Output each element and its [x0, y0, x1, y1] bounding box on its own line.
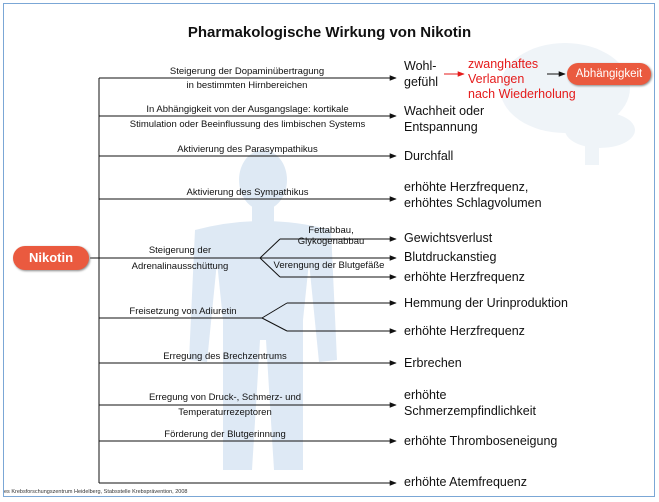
result-herz-2: erhöhtes Schlagvolumen	[404, 196, 542, 210]
page-title: Pharmakologische Wirkung von Nikotin	[187, 24, 472, 41]
result-urin: Hemmung der Urinproduktion	[404, 296, 568, 310]
result-wohl-2: gefühl	[404, 75, 439, 89]
addiction-node: Abhängigkeit	[567, 63, 651, 85]
label-dopamin-line1: Steigerung der Dopaminübertragung	[169, 66, 325, 77]
label-dopamin-line2: in bestimmten Hirnbereichen	[186, 80, 308, 91]
footer-credit: es Krebsforschungszentrum Heidelberg, St…	[4, 489, 188, 495]
human-silhouette	[189, 150, 337, 470]
result-thrombose: erhöhte Thromboseneigung	[404, 434, 558, 448]
label-limbic-2: Stimulation oder Beeinflussung des limbi…	[129, 119, 366, 130]
result-herzfreq-2: erhöhte Herzfrequenz	[404, 324, 525, 338]
label-symp: Aktivierung des Sympathikus	[186, 187, 309, 198]
result-gewicht: Gewichtsverlust	[404, 231, 493, 245]
craving-line-2: Verlangen	[468, 72, 525, 86]
result-herz-1: erhöhte Herzfrequenz,	[404, 180, 529, 194]
connector-lines	[90, 78, 100, 483]
label-gerinnung: Förderung der Blutgerinnung	[164, 429, 286, 440]
label-dopamin-2: in bestimmten Hirnbereichen	[112, 80, 382, 91]
label-dopamin: Steigerung der Dopaminübertragung	[112, 66, 382, 77]
label-brech: Erregung des Brechzentrums	[163, 351, 287, 362]
arrow-herzfreq2	[261, 317, 288, 332]
result-durchfall: Durchfall	[404, 149, 454, 163]
label-druck-1: Erregung von Druck-, Schmerz- und	[148, 392, 302, 403]
arrow-urin	[261, 302, 288, 319]
result-wach-1: Wachheit oder	[404, 104, 485, 118]
result-schmerz-1: erhöhte	[404, 388, 447, 402]
craving-line-1: zwanghaftes	[468, 57, 539, 71]
arrow-herzfreq1	[259, 257, 281, 278]
label-adrenalin-2: Adrenalinausschüttung	[131, 261, 229, 272]
label-fett-2: Glykogenabbau	[297, 236, 365, 247]
result-wach-2: Entspannung	[404, 120, 478, 134]
label-gefaesse: Verengung der Blutgefäße	[273, 260, 385, 271]
craving-line-3: nach Wiederholung	[468, 87, 576, 101]
result-schmerz-2: Schmerzempfindlichkeit	[404, 404, 536, 418]
label-fett-1: Fettabbau,	[308, 225, 354, 236]
nikotin-node: Nikotin	[13, 246, 89, 270]
result-atem: erhöhte Atemfrequenz	[404, 475, 527, 489]
label-adrenalin-1: Steigerung der	[148, 245, 212, 256]
result-erbrechen: Erbrechen	[404, 356, 462, 370]
label-parasymp: Aktivierung des Parasympathikus	[177, 144, 318, 155]
result-herzfreq-1: erhöhte Herzfrequenz	[404, 270, 525, 284]
arrow-gewicht	[259, 238, 281, 259]
label-adiuretin: Freisetzung von Adiuretin	[129, 306, 237, 317]
slide-frame	[3, 3, 655, 497]
result-blutdruck: Blutdruckanstieg	[404, 250, 497, 264]
result-wohl-1: Wohl-	[404, 59, 437, 73]
label-druck-2: Temperaturrezeptoren	[178, 407, 272, 418]
label-limbic-1: In Abhängigkeit von der Ausgangslage: ko…	[146, 104, 349, 115]
